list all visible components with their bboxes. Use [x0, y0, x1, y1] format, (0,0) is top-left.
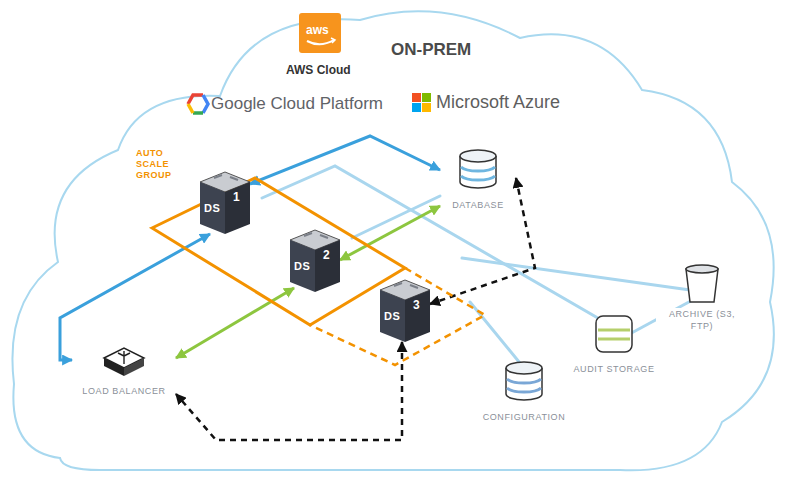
node-label: DATABASE — [450, 199, 505, 211]
label-holder: Microsoft Azure — [436, 92, 560, 113]
server-label: DS — [294, 260, 314, 273]
label-holder: aws — [306, 20, 329, 38]
label-holder: AWS Cloud — [286, 60, 351, 78]
audit-storage-node: AUDIT STORAGE — [566, 312, 662, 378]
platform-name: Microsoft Azure — [436, 92, 560, 113]
logo-text: aws — [306, 23, 329, 37]
platform-name: AWS Cloud — [286, 63, 351, 77]
archive-node: ARCHIVE (S3, FTP) — [652, 262, 752, 335]
cloud-outline — [12, 11, 773, 470]
disk-icon — [566, 312, 662, 358]
server-label: 2 — [323, 249, 343, 262]
server-box: DS 3 — [380, 280, 430, 342]
server-label: DS — [204, 202, 224, 215]
platform-name: Google Cloud Platform — [211, 94, 383, 114]
network-lines — [262, 166, 700, 368]
load-balancer-node: LOAD BALANCER — [72, 346, 176, 400]
cfg-icon — [474, 360, 574, 406]
connector-arrow — [250, 136, 440, 184]
server-label: DS — [384, 310, 404, 323]
connector-arrow — [176, 288, 294, 358]
connector-arrow — [340, 206, 440, 260]
label-holder: ON-PREM — [391, 40, 471, 60]
server-label: 1 — [233, 191, 253, 204]
group-border — [152, 178, 405, 325]
database-node: DATABASE — [440, 148, 516, 214]
configuration-node: CONFIGURATION — [474, 360, 574, 426]
node-label: ARCHIVE (S3, FTP) — [656, 308, 748, 332]
server-box: DS 1 — [200, 172, 250, 234]
server-label: 3 — [413, 299, 433, 312]
connector-arrow — [176, 342, 402, 440]
lb-icon — [72, 346, 176, 380]
label-holder: Google Cloud Platform — [211, 94, 383, 114]
bucket-icon — [652, 262, 752, 308]
server-box: DS 2 — [290, 230, 340, 292]
microsoft-logo — [412, 93, 431, 112]
connector-arrow — [60, 234, 210, 360]
aws-logo — [299, 13, 341, 53]
node-label: AUDIT STORAGE — [572, 363, 657, 375]
connector-arrow — [430, 178, 535, 304]
node-label: LOAD BALANCER — [80, 385, 167, 397]
group-label: AUTO SCALE GROUP — [136, 148, 180, 180]
google-cloud-logo — [188, 95, 208, 113]
db-icon — [440, 148, 516, 194]
platform-name: ON-PREM — [391, 40, 471, 60]
node-label: CONFIGURATION — [481, 411, 568, 423]
auto-scale-group: AUTO SCALE GROUPDS1DS2DS3 — [130, 140, 500, 375]
